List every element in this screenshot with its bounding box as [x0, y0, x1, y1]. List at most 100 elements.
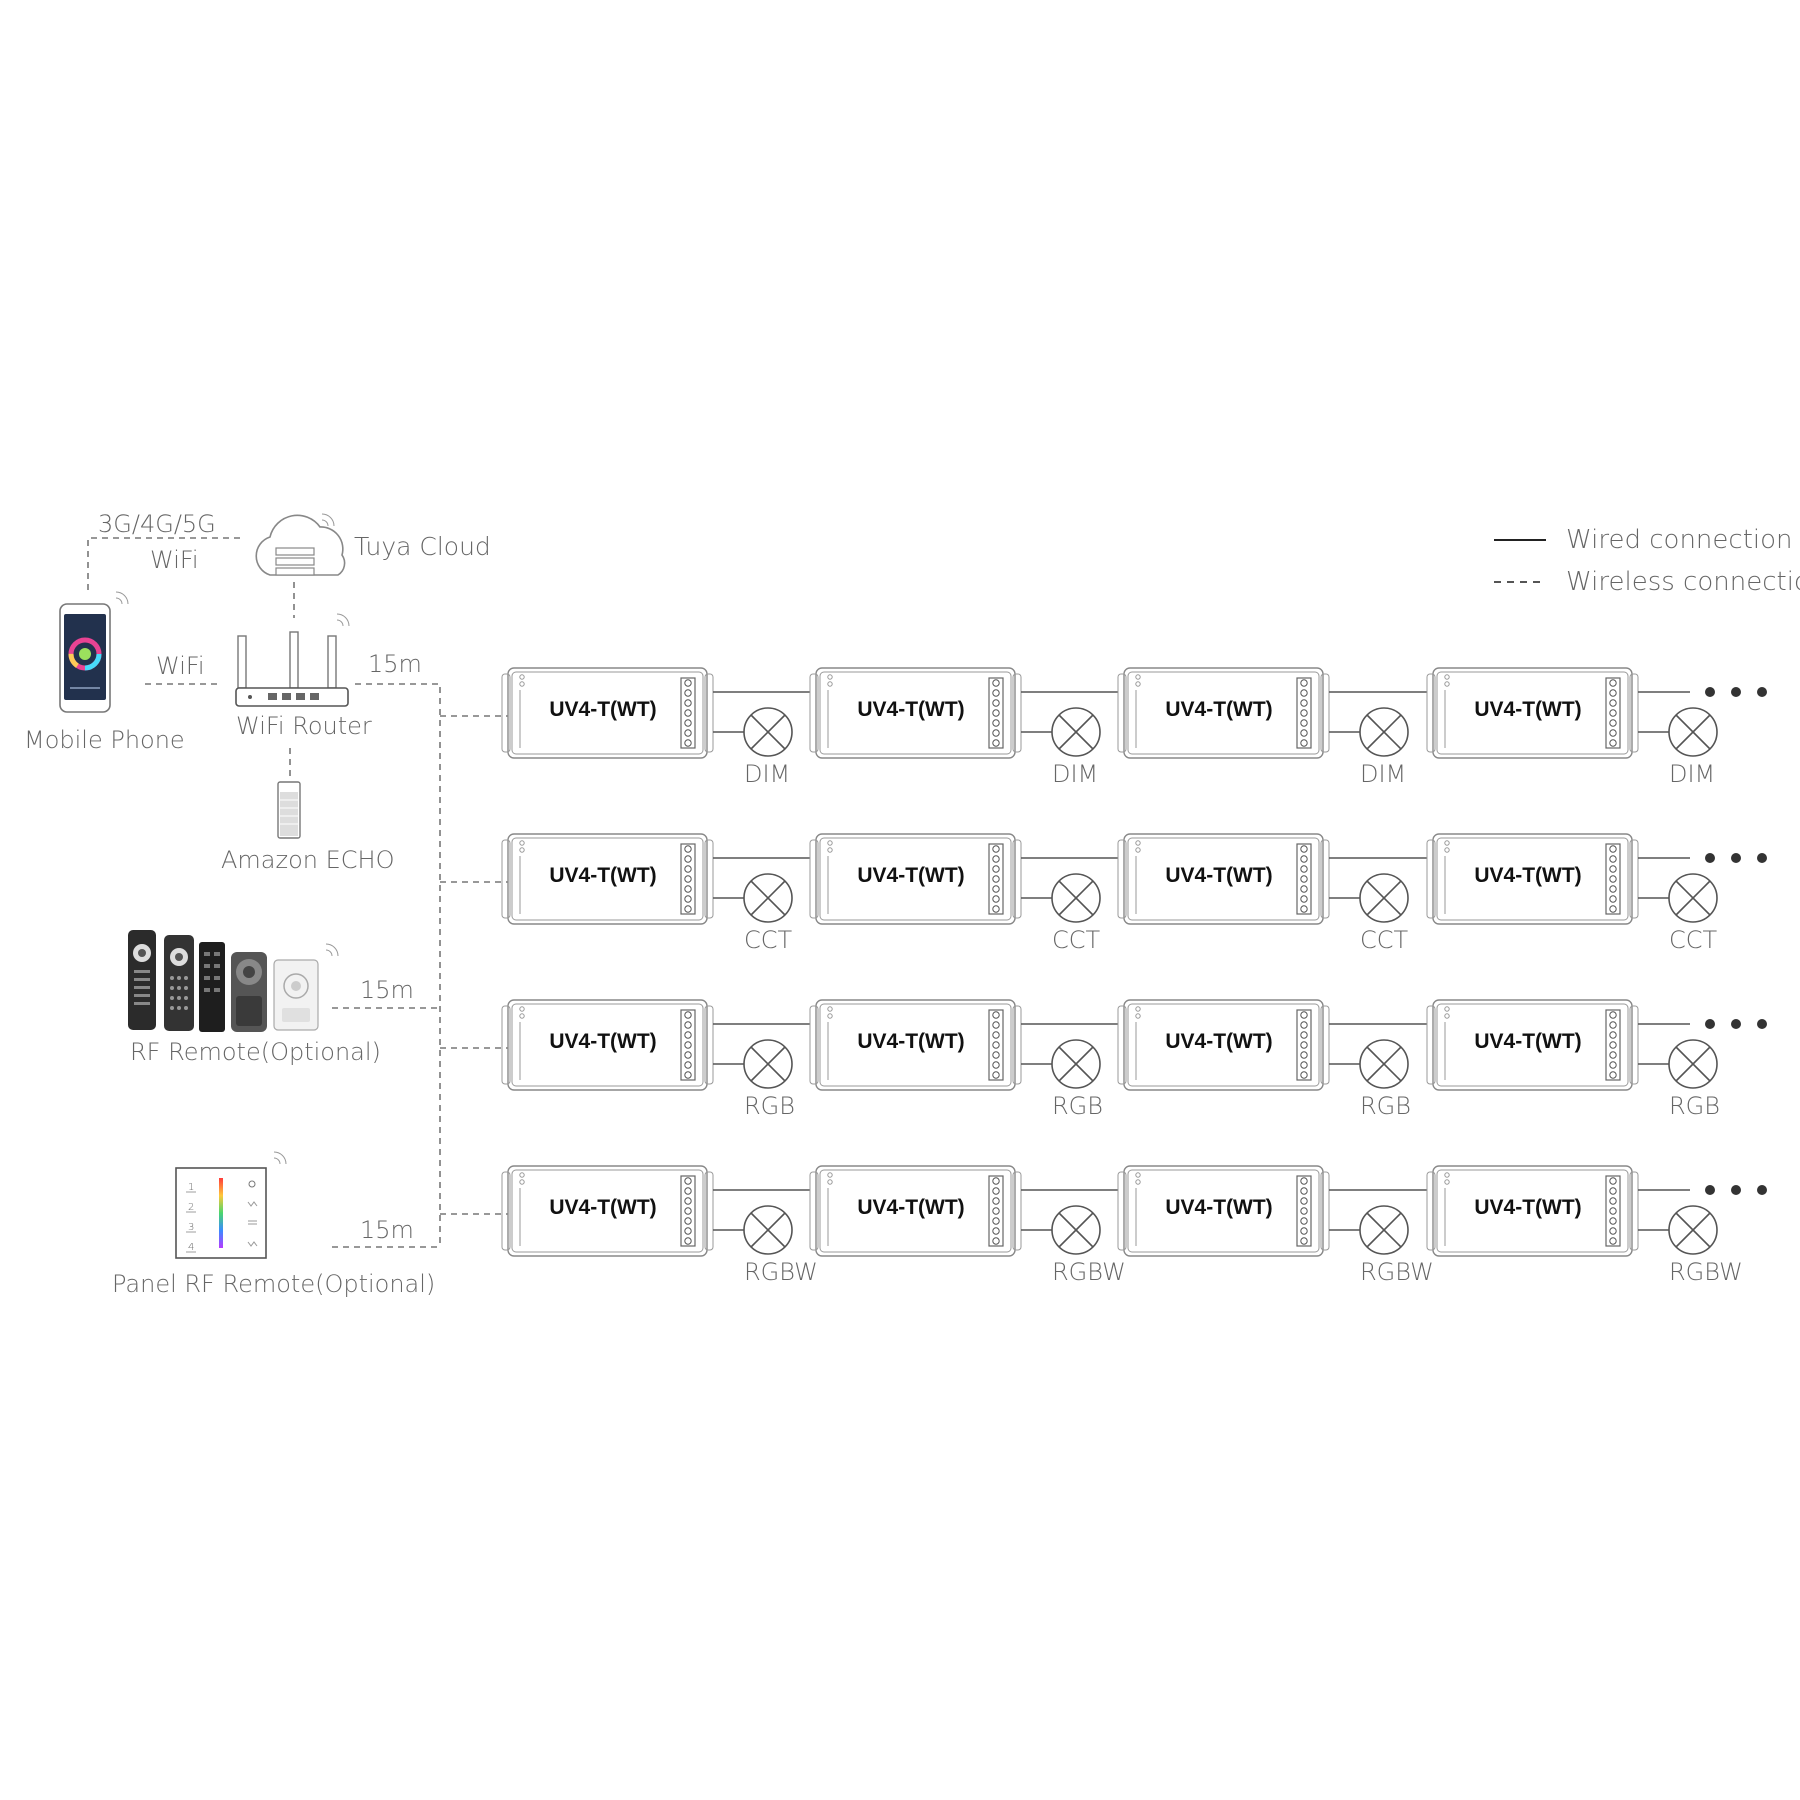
controller-module[interactable]: UV4-T(WT)	[1426, 1165, 1639, 1257]
router-bus-link	[355, 683, 441, 1247]
panel-remote-label: Panel RF Remote(Optional)	[112, 1270, 435, 1298]
lamp-type-label: CCT	[744, 926, 793, 954]
lamp-icon	[1668, 1039, 1718, 1089]
lamp-type-label: DIM	[744, 760, 790, 788]
continuation-dot	[1731, 1185, 1741, 1195]
controller-module[interactable]: UV4-T(WT)	[501, 667, 714, 759]
panel-key-3[interactable]: 3	[188, 1222, 194, 1233]
lamp-icon	[743, 873, 793, 923]
controller-label: UV4-T(WT)	[1165, 1196, 1272, 1219]
controller-module[interactable]: UV4-T(WT)	[1426, 667, 1639, 759]
mobile-phone-label: Mobile Phone	[24, 726, 185, 754]
controller-module[interactable]: UV4-T(WT)	[1117, 667, 1330, 759]
wifi-phone-label: WiFi	[156, 652, 205, 680]
controller-label: UV4-T(WT)	[857, 698, 964, 721]
distance-router-label: 15m	[368, 650, 422, 678]
lamp-type-label: RGB	[1669, 1092, 1720, 1120]
controller-label: UV4-T(WT)	[549, 698, 656, 721]
controller-module[interactable]: UV4-T(WT)	[501, 1165, 714, 1257]
lamp-icon	[1359, 1039, 1409, 1089]
legend-wireless-label: Wireless connection	[1566, 567, 1800, 597]
controller-label: UV4-T(WT)	[857, 1196, 964, 1219]
controller-module[interactable]: UV4-T(WT)	[501, 999, 714, 1091]
continuation-dot	[1731, 687, 1741, 697]
cloud-icon	[255, 513, 346, 576]
continuation-dot	[1731, 853, 1741, 863]
controller-module[interactable]: UV4-T(WT)	[1426, 999, 1639, 1091]
lamp-icon	[1359, 1205, 1409, 1255]
controller-module[interactable]: UV4-T(WT)	[809, 1165, 1022, 1257]
panel-key-1[interactable]: 1	[188, 1182, 194, 1193]
wifi-top-label: WiFi	[150, 546, 199, 574]
continuation-dot	[1731, 1019, 1741, 1029]
lamp-icon	[1668, 1205, 1718, 1255]
router-label: WiFi Router	[236, 712, 372, 740]
lamp-type-label: RGBW	[1052, 1258, 1126, 1286]
controller-module[interactable]: UV4-T(WT)	[501, 833, 714, 925]
lamp-type-label: CCT	[1360, 926, 1409, 954]
continuation-dot	[1705, 1185, 1715, 1195]
lamp-icon	[1051, 707, 1101, 757]
lamp-icon	[1359, 873, 1409, 923]
legend-wired-label: Wired connection	[1566, 525, 1793, 555]
controller-label: UV4-T(WT)	[857, 864, 964, 887]
continuation-dot	[1757, 687, 1767, 697]
lamp-icon	[743, 1039, 793, 1089]
row-rgbw: UV4-T(WT) RGBW UV4-T(WT) RGBW UV4-T(WT) RGBW U…	[501, 1165, 1767, 1286]
lamp-type-label: RGB	[1052, 1092, 1103, 1120]
speed-icon[interactable]	[248, 1220, 257, 1225]
mobile-phone-icon[interactable]	[59, 591, 129, 713]
controller-label: UV4-T(WT)	[1474, 864, 1581, 887]
cellular-label: 3G/4G/5G	[98, 510, 216, 538]
cloud-label: Tuya Cloud	[354, 532, 491, 561]
lamp-icon	[1051, 1039, 1101, 1089]
panel-remote-icon[interactable]: 1 2 3 4	[175, 1151, 287, 1259]
rf-remote-label: RF Remote(Optional)	[130, 1038, 381, 1066]
rf-remote-icon[interactable]	[128, 930, 339, 1032]
lamp-icon	[1668, 873, 1718, 923]
white-icon[interactable]	[247, 1241, 258, 1247]
continuation-dot	[1705, 853, 1715, 863]
continuation-dot	[1757, 1185, 1767, 1195]
lamp-type-label: DIM	[1052, 760, 1098, 788]
legend: Wired connection Wireless connection	[1494, 525, 1800, 597]
lamp-type-label: DIM	[1669, 760, 1715, 788]
continuation-dot	[1705, 1019, 1715, 1029]
panel-key-2[interactable]: 2	[188, 1202, 194, 1213]
wireless-links	[87, 537, 508, 1248]
controller-label: UV4-T(WT)	[1165, 698, 1272, 721]
controller-module[interactable]: UV4-T(WT)	[1426, 833, 1639, 925]
controller-label: UV4-T(WT)	[1474, 698, 1581, 721]
power-icon[interactable]	[248, 1180, 256, 1188]
controller-module[interactable]: UV4-T(WT)	[1117, 1165, 1330, 1257]
controller-module[interactable]: UV4-T(WT)	[809, 667, 1022, 759]
controller-label: UV4-T(WT)	[1165, 1030, 1272, 1053]
lamp-type-label: RGBW	[1669, 1258, 1743, 1286]
lamp-type-label: CCT	[1669, 926, 1718, 954]
controller-label: UV4-T(WT)	[1474, 1030, 1581, 1053]
continuation-dot	[1705, 687, 1715, 697]
controller-module[interactable]: UV4-T(WT)	[1117, 999, 1330, 1091]
controller-rows: UV4-T(WT) DIM UV4-T(WT) DIM UV4-T(WT) DIM UV4-…	[501, 667, 1767, 1286]
controller-label: UV4-T(WT)	[1165, 864, 1272, 887]
lamp-type-label: RGBW	[744, 1258, 818, 1286]
lamp-type-label: CCT	[1052, 926, 1101, 954]
panel-key-4[interactable]: 4	[188, 1242, 194, 1253]
row-cct: UV4-T(WT) CCT UV4-T(WT) CCT UV4-T(WT) CCT UV4-…	[501, 833, 1767, 954]
mode-icon[interactable]	[247, 1201, 258, 1207]
distance-panel-label: 15m	[360, 1216, 414, 1244]
controller-module[interactable]: UV4-T(WT)	[809, 999, 1022, 1091]
continuation-dot	[1757, 853, 1767, 863]
echo-speaker-icon	[277, 781, 301, 839]
controller-module[interactable]: UV4-T(WT)	[1117, 833, 1330, 925]
lamp-icon	[743, 707, 793, 757]
controller-module[interactable]: UV4-T(WT)	[809, 833, 1022, 925]
row-dim: UV4-T(WT) DIM UV4-T(WT) DIM UV4-T(WT) DIM UV4-…	[501, 667, 1767, 788]
lamp-type-label: DIM	[1360, 760, 1406, 788]
controller-label: UV4-T(WT)	[857, 1030, 964, 1053]
lamp-icon	[1668, 707, 1718, 757]
router-icon[interactable]	[235, 613, 350, 707]
panel-color-slider[interactable]	[219, 1178, 223, 1248]
controller-label: UV4-T(WT)	[549, 1030, 656, 1053]
